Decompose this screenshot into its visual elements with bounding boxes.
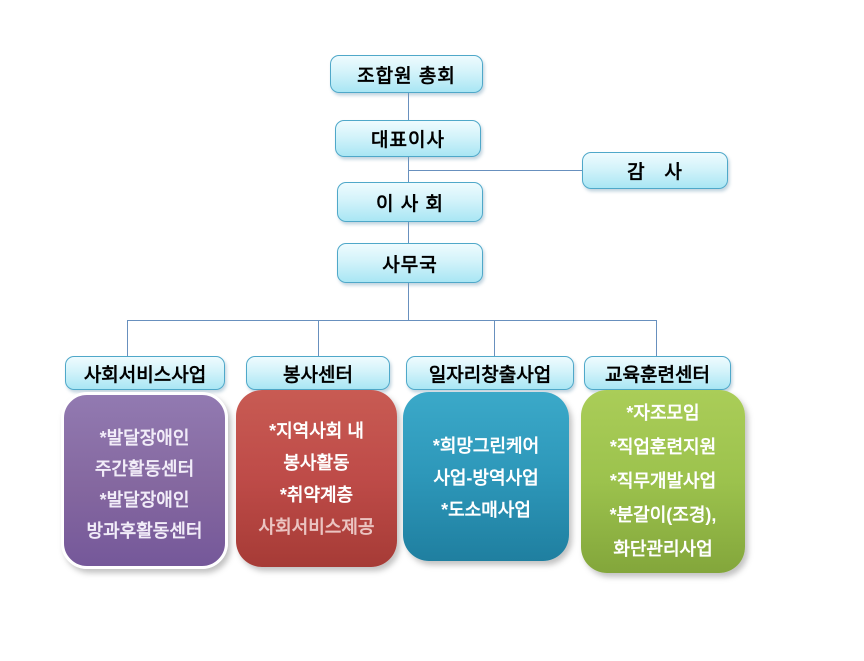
- connector-office-bus: [408, 283, 409, 321]
- connector-bus: [127, 320, 657, 321]
- content-line: *직무개발사업: [609, 471, 717, 491]
- content-line: *자조모임: [626, 403, 700, 423]
- branch-content-education-training: *자조모임 *직업훈련지원 *직무개발사업 *분갈이(조경), 화단관리사업: [581, 390, 745, 573]
- content-line: 화단관리사업: [613, 539, 713, 559]
- content-line: *분갈이(조경),: [609, 505, 717, 525]
- branch-header-label: 사회서비스사업: [83, 364, 207, 386]
- branch-header-label: 교육훈련센터: [605, 364, 710, 386]
- board-label: 이 사 회: [376, 193, 444, 215]
- box-secretariat: 사무국: [337, 243, 483, 283]
- connector-auditor: [408, 170, 583, 171]
- general-meeting-label: 조합원 총회: [357, 65, 456, 87]
- branch-header-volunteer-center: 봉사센터: [246, 356, 390, 390]
- content-line: 방과후활동센터: [86, 521, 203, 541]
- ceo-label: 대표이사: [371, 130, 445, 151]
- content-line: *직업훈련지원: [609, 437, 717, 457]
- branch-content-volunteer-center: *지역사회 내 봉사활동 *취약계층 사회서비스제공: [236, 390, 397, 567]
- box-auditor: 감 사: [582, 152, 728, 189]
- content-line: 사업-방역사업: [433, 468, 539, 488]
- content-line: *희망그린케어: [432, 436, 540, 456]
- box-general-meeting: 조합원 총회: [330, 55, 483, 93]
- secretariat-label: 사무국: [382, 254, 438, 276]
- branch-header-label: 봉사센터: [283, 364, 353, 386]
- content-line: *발달장애인: [99, 428, 190, 448]
- branch-content-social-services: *발달장애인 주간활동센터 *발달장애인 방과후활동센터: [61, 392, 228, 569]
- branch-header-education-training: 교육훈련센터: [584, 356, 731, 390]
- content-line: *발달장애인: [99, 490, 190, 510]
- branch-header-social-services: 사회서비스사업: [65, 356, 225, 390]
- auditor-label: 감 사: [627, 162, 683, 183]
- content-line: 봉사활동: [283, 453, 350, 473]
- box-board: 이 사 회: [337, 182, 483, 222]
- branch-header-job-creation: 일자리창출사업: [406, 356, 574, 390]
- branch-header-label: 일자리창출사업: [428, 364, 552, 386]
- content-line: 주간활동센터: [94, 459, 195, 479]
- connector-ceo-board: [408, 156, 409, 183]
- content-line: *도소매사업: [441, 500, 531, 520]
- content-line: *지역사회 내: [269, 421, 364, 441]
- connector-drop-branch-1: [127, 320, 128, 356]
- connector-drop-branch-3: [494, 320, 495, 356]
- branch-content-job-creation: *희망그린케어 사업-방역사업 *도소매사업: [403, 392, 569, 561]
- connector-board-office: [408, 222, 409, 244]
- connector-drop-branch-2: [318, 320, 319, 356]
- content-line: *취약계층: [279, 485, 354, 505]
- box-ceo: 대표이사: [335, 120, 481, 157]
- content-line: 사회서비스제공: [258, 517, 375, 537]
- connector-drop-branch-4: [656, 320, 657, 356]
- connector-meeting-ceo: [408, 93, 409, 121]
